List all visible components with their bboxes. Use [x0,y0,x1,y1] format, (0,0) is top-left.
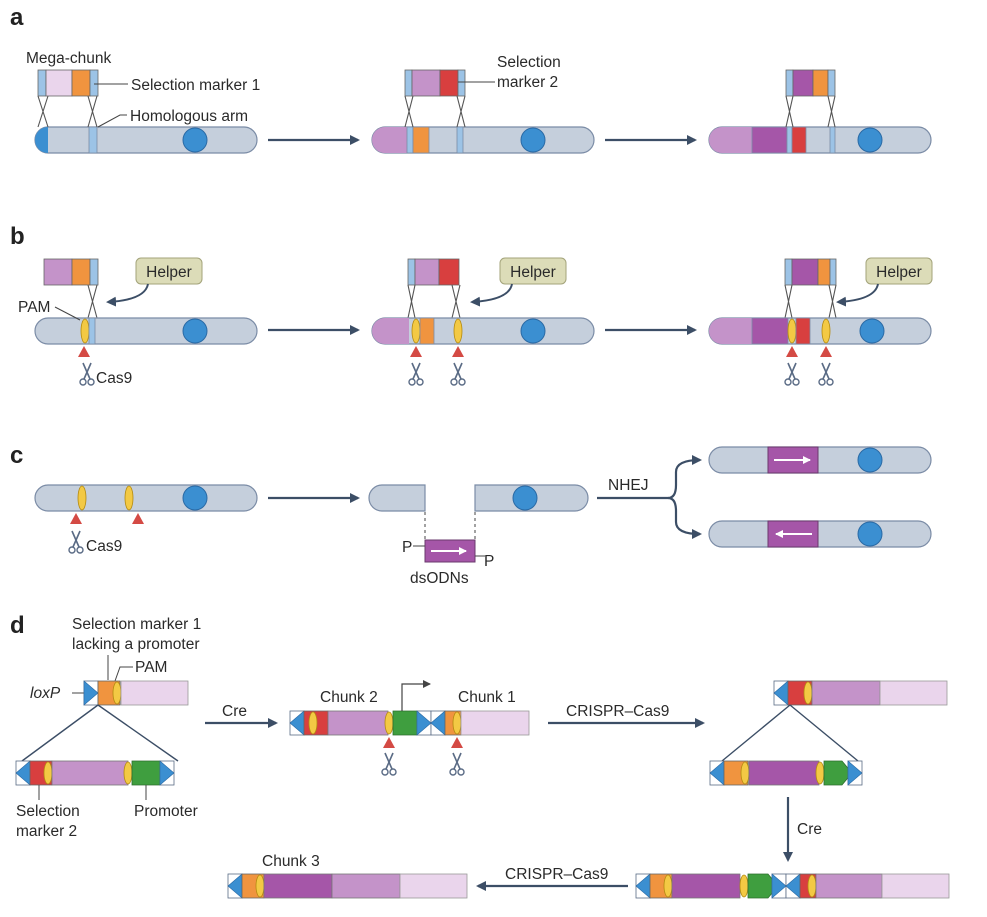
cas9-label-c: Cas9 [86,538,122,555]
mega-chunk-label: Mega-chunk [26,50,112,67]
panel-d-construct-3 [289,710,530,736]
panel-a: a Mega-chunk Selection marker 1 Homologo… [10,4,932,154]
helper-label-1: Helper [146,264,192,281]
cut-site-marker [78,346,90,357]
scissors-icon [784,362,800,386]
selection-marker-2-label-line2: marker 2 [497,74,558,91]
scissors-icon [408,362,424,386]
panel-d: d Selection marker 1 lacking a promoter … [10,612,950,899]
phosphate-label-right: P [484,553,494,570]
helper-box-2: Helper [499,257,567,285]
chunk-3-label: Chunk 3 [262,853,320,870]
panel-c-label: c [10,442,23,469]
phosphate-label-left: P [402,539,412,556]
scissors-icon [381,752,397,776]
helper-label-2: Helper [510,264,556,281]
panel-c: c Cas9 P P dsODNs NHEJ [10,442,932,587]
selection-marker-1-label: Selection marker 1 [131,77,260,94]
pam-label-b: PAM [18,299,50,316]
panel-c-result-reverse [708,520,932,548]
dsodn-insert [413,539,485,563]
panel-c-result-forward [708,446,932,474]
panel-b-chromosome-1 [34,317,258,345]
panel-a-mega-chunk [37,69,99,128]
helper-box-1: Helper [135,257,203,285]
panel-d-construct-2 [15,760,175,786]
crispr-cas9-label-2: CRISPR–Cas9 [505,866,608,883]
scissors-icon [79,362,95,386]
panel-b-chromosome-2 [371,317,595,345]
cas9-label-b: Cas9 [96,370,132,387]
pam-label-d: PAM [135,659,167,676]
panel-a-chromosome-3 [708,126,932,154]
panel-b-label: b [10,223,25,250]
homologous-arm-label: Homologous arm [130,108,248,125]
selection-marker-1-promoterless-label-line2: lacking a promoter [72,636,200,653]
scissors-icon [450,362,466,386]
nhej-label: NHEJ [608,477,648,494]
dsodns-label: dsODNs [410,570,469,587]
panel-a-label: a [10,4,24,31]
cre-label-1: Cre [222,703,247,720]
helper-label-3: Helper [876,264,922,281]
cre-label-2: Cre [797,821,822,838]
nhej-arrow-down [667,496,702,539]
panel-b-chunk-1 [43,258,99,319]
panel-d-label: d [10,612,25,639]
chunk-1-label: Chunk 1 [458,689,516,706]
nhej-arrow-up [667,455,702,500]
panel-d-construct-6 [635,873,950,899]
panel-a-chromosome-1 [34,126,258,154]
selection-marker-2-label-d-line1: Selection [16,803,80,820]
panel-a-chromosome-2 [371,126,595,154]
scissors-icon [68,530,84,554]
panel-d-construct-7 [227,873,468,899]
panel-b-chunk-2 [407,258,461,319]
panel-d-construct-4 [773,680,948,706]
promoter-arrow [401,680,431,711]
panel-b-chromosome-3 [708,317,932,345]
promoter-label: Promoter [134,803,198,820]
loxp-label: loxP [30,685,61,702]
crispr-cas9-label-1: CRISPR–Cas9 [566,703,669,720]
panel-c-chromosome-broken [368,484,589,540]
panel-d-construct-1 [83,680,189,706]
panel-b: b Helper PAM Cas9 [10,223,933,387]
panel-b-chunk-3 [784,258,837,319]
helper-box-3: Helper [865,257,933,285]
panel-c-chromosome-1 [34,484,258,512]
selection-marker-1-promoterless-label-line1: Selection marker 1 [72,616,201,633]
chunk-2-label: Chunk 2 [320,689,378,706]
selection-marker-2-label-d-line2: marker 2 [16,823,77,840]
panel-d-construct-5 [709,760,863,786]
panel-a-chunk-3 [785,69,836,128]
scissors-icon [449,752,465,776]
selection-marker-2-label-line1: Selection [497,54,561,71]
scissors-icon [818,362,834,386]
panel-a-chunk-2 [404,69,466,128]
